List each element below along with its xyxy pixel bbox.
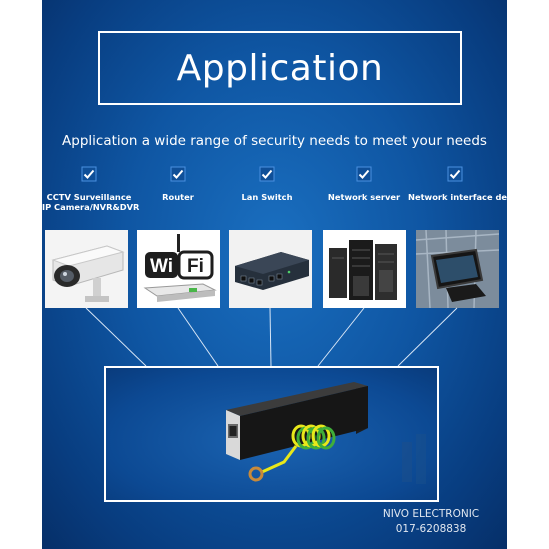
wifi-router-photo: Wi Fi	[137, 230, 220, 308]
page-title: Application	[176, 47, 384, 89]
checkmark-icon	[356, 166, 372, 182]
app-label-network-interface: Network interface device	[408, 192, 507, 202]
seller-name: NIVO ELECTRONIC	[382, 508, 480, 520]
app-item-router: Router	[131, 166, 225, 202]
checkmark-icon	[81, 166, 97, 182]
title-frame: Application	[98, 31, 462, 105]
connector-lines	[85, 307, 458, 367]
app-label-lan-switch: Lan Switch	[241, 192, 293, 202]
checkmark-icon	[259, 166, 275, 182]
app-item-network-server: Network server	[317, 166, 411, 202]
checkmark-icon	[447, 166, 463, 182]
wifi-sign-right: Fi	[187, 256, 204, 277]
lan-switch-photo	[229, 230, 312, 308]
app-label-router: Router	[162, 192, 194, 202]
seller-phone: 017-6208838	[395, 523, 467, 535]
app-item-lan-switch: Lan Switch	[220, 166, 314, 202]
surge-protector-photo	[226, 382, 426, 484]
seller-watermark: NIVO ELECTRONIC 017-6208838	[376, 507, 486, 537]
app-label-cctv: CCTV Surveillance IP Camera/NVR&DVR	[42, 192, 140, 212]
app-label-network-server: Network server	[327, 192, 401, 202]
cctv-camera-photo	[45, 230, 128, 308]
app-item-network-interface: Network interface device	[408, 166, 507, 202]
monitor-device-photo	[416, 230, 499, 308]
app-item-cctv: CCTV Surveillance IP Camera/NVR&DVR	[42, 166, 140, 212]
server-rack-photo	[323, 230, 406, 308]
wifi-sign-left: Wi	[150, 256, 173, 277]
checkmark-icon	[170, 166, 186, 182]
subtitle: Application a wide range of security nee…	[62, 133, 487, 149]
surge-protector-product-frame	[104, 366, 439, 502]
application-poster: Application Application a wide range of …	[42, 0, 507, 549]
